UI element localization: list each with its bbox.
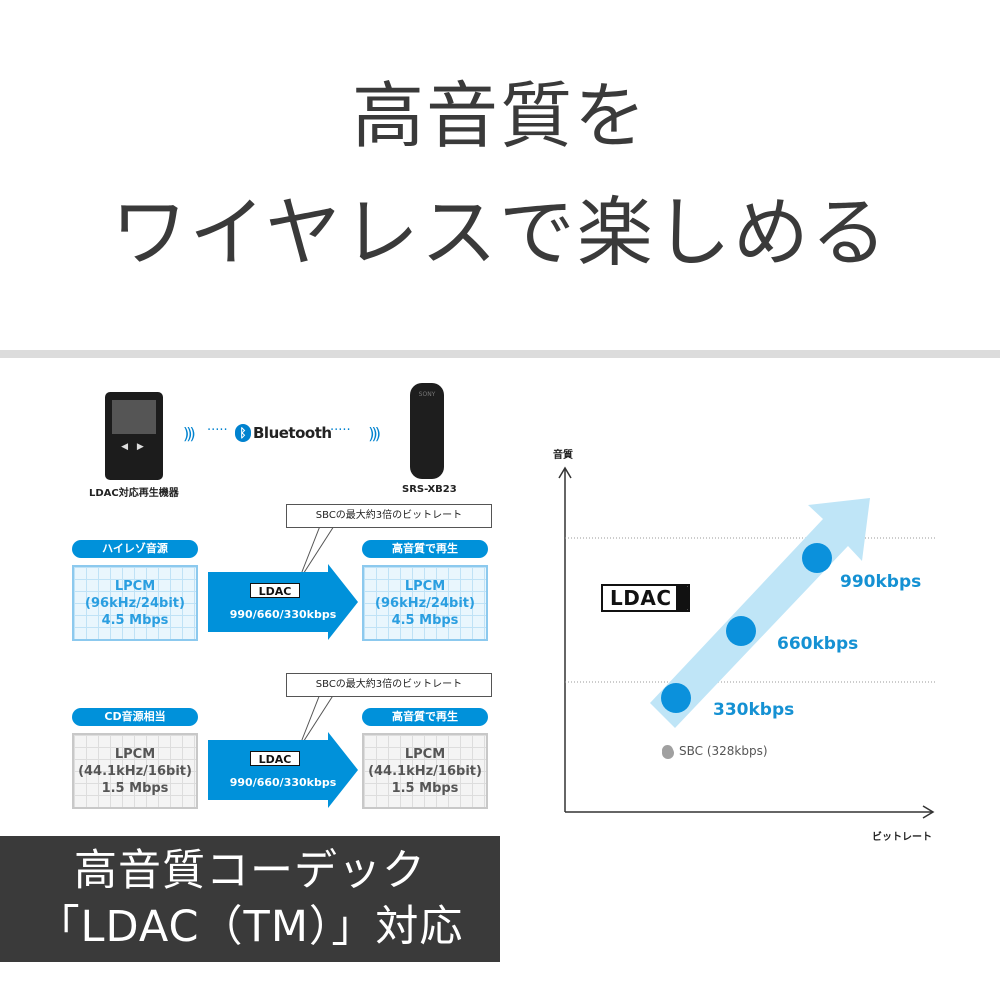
bluetooth-icon: ᛒ [235, 424, 251, 442]
cd-dest-label: 高音質で再生 [362, 708, 488, 726]
player-screen [112, 400, 156, 434]
sbc-dot-icon [662, 745, 673, 756]
cd-source-line-3: 1.5 Mbps [101, 781, 169, 796]
speaker-caption: SRS-XB23 [402, 484, 457, 495]
walkman-player-image: ◀ ▶ [105, 392, 163, 480]
label-990: 990kbps [840, 572, 922, 592]
bitrate-callout-2: SBCの最大約3倍のビットレート [286, 673, 492, 697]
arrow-head-icon [328, 564, 358, 640]
hires-source-line-1: LPCM [114, 579, 156, 594]
player-controls-icon: ◀ ▶ [121, 442, 147, 452]
ldac-badge-2: LDAC [250, 751, 300, 766]
footer-banner: 高音質コーデック 「LDAC（TM）」対応 [0, 836, 500, 962]
sbc-label: SBC (328kbps) [679, 744, 768, 758]
data-point-330 [661, 683, 691, 713]
cd-source-line-2: (44.1kHz/16bit) [78, 764, 192, 779]
ldac-arrow-2: LDAC 990/660/330kbps [208, 732, 358, 808]
bluetooth-logo: ᛒ Bluetooth [235, 422, 332, 444]
ldac-rates-1: 990/660/330kbps [229, 608, 337, 621]
speaker-image: SONY [410, 383, 444, 479]
chart-svg [558, 466, 935, 819]
cd-dest-line-1: LPCM [404, 747, 446, 762]
signal-waves-left-icon: ))) [183, 424, 196, 443]
cd-source-line-1: LPCM [114, 747, 156, 762]
y-axis-arrowhead [558, 466, 572, 479]
signal-waves-right-icon: ))) [368, 424, 381, 443]
ldac-logo-text: LDAC [610, 586, 672, 610]
footer-line-1: 高音質コーデック [74, 846, 426, 896]
bluetooth-link: ))) ····· ᛒ Bluetooth ····· ))) [183, 418, 381, 450]
speaker-brand: SONY [418, 391, 436, 398]
dotted-line-right: ····· [330, 423, 351, 438]
hires-source-line-3: 4.5 Mbps [101, 613, 169, 628]
ldac-badge-1: LDAC [250, 583, 300, 598]
hires-dest-line-2: (96kHz/24bit) [375, 596, 475, 611]
hires-dest-line-3: 4.5 Mbps [391, 613, 459, 628]
data-point-660 [726, 616, 756, 646]
header-panel: 高音質を ワイヤレスで楽しめる [0, 0, 1000, 350]
cd-dest-box: LPCM (44.1kHz/16bit) 1.5 Mbps [362, 733, 488, 809]
ldac-arrow-1: LDAC 990/660/330kbps [208, 564, 358, 640]
cd-source-box: LPCM (44.1kHz/16bit) 1.5 Mbps [72, 733, 198, 809]
bluetooth-wordmark: Bluetooth [253, 424, 332, 442]
hires-source-line-2: (96kHz/24bit) [85, 596, 185, 611]
sbc-legend: SBC (328kbps) [662, 744, 768, 758]
hires-source-label: ハイレゾ音源 [72, 540, 198, 558]
label-660: 660kbps [777, 634, 859, 654]
cd-source-label: CD音源相当 [72, 708, 198, 726]
arrow-head-icon [328, 732, 358, 808]
bitrate-chart [540, 440, 960, 850]
x-axis-arrowhead [922, 805, 935, 819]
hires-dest-label: 高音質で再生 [362, 540, 488, 558]
ldac-logo: LDAC [601, 584, 690, 612]
ldac-rates-2: 990/660/330kbps [229, 776, 337, 789]
cd-dest-line-3: 1.5 Mbps [391, 781, 459, 796]
hires-source-box: LPCM (96kHz/24bit) 4.5 Mbps [72, 565, 198, 641]
section-divider [0, 350, 1000, 358]
hires-dest-line-1: LPCM [404, 579, 446, 594]
ldac-logo-cap [676, 584, 690, 612]
dotted-line-left: ····· [207, 423, 228, 438]
cd-dest-line-2: (44.1kHz/16bit) [368, 764, 482, 779]
x-axis-label: ビットレート [872, 832, 932, 843]
headline-line-1: 高音質を [351, 74, 648, 158]
data-point-990 [802, 543, 832, 573]
footer-line-2: 「LDAC（TM）」対応 [36, 902, 464, 952]
hires-dest-box: LPCM (96kHz/24bit) 4.5 Mbps [362, 565, 488, 641]
headline-line-2: ワイヤレスで楽しめる [111, 188, 889, 277]
y-axis-label: 音質 [553, 450, 573, 461]
label-330: 330kbps [713, 700, 795, 720]
player-caption: LDAC対応再生機器 [89, 488, 179, 499]
bitrate-callout-1: SBCの最大約3倍のビットレート [286, 504, 492, 528]
